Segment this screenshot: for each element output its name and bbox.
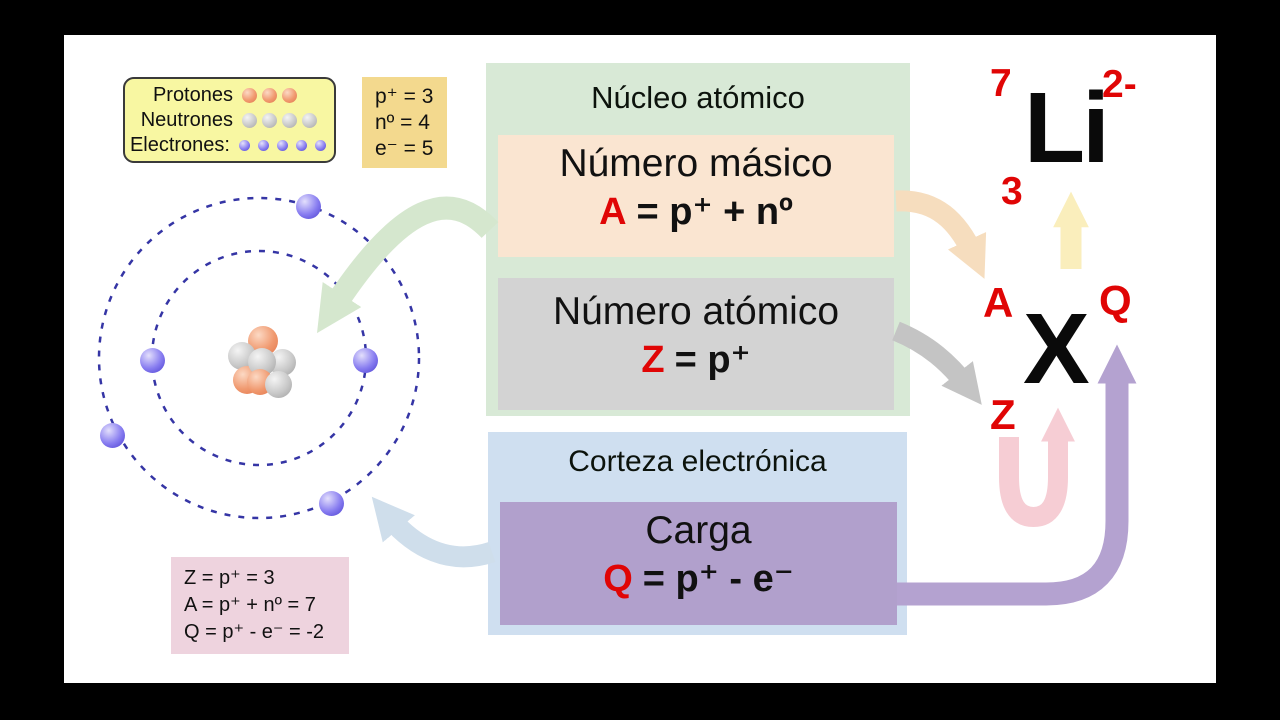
nucleus-section: Núcleo atómico Número másico A= p⁺ + nº …: [486, 63, 910, 416]
neutron-nucleus: [265, 371, 292, 398]
generic-element-symbol: X: [1023, 293, 1090, 405]
electron-icon: [277, 139, 288, 151]
proton-dots: [242, 87, 297, 103]
atomic-number-box: Número atómico Z= p⁺: [498, 278, 894, 410]
mass-formula-rhs: = p⁺ + nº: [636, 191, 793, 233]
electron-outer-top: [296, 194, 321, 219]
charge-box: Carga Q= p⁺ - e⁻: [500, 502, 897, 625]
atomic-symbol: Z: [641, 339, 665, 381]
charge-formula: Q= p⁺ - e⁻: [500, 556, 897, 601]
neutron-icon: [262, 112, 277, 128]
example-a-line: A = p⁺ + nº = 7: [184, 594, 316, 616]
electron-icon: [315, 139, 326, 151]
shell-section-title: Corteza electrónica: [568, 445, 827, 478]
mass-number-title: Número másico: [559, 142, 833, 185]
example-z-line: Z = p⁺ = 3: [184, 567, 275, 589]
particle-counts-box: p⁺ = 3 nº = 4 e⁻ = 5: [362, 77, 447, 168]
li-charge: 2-: [1102, 63, 1137, 106]
neutron-icon: [302, 112, 317, 128]
legend-label-electrons: Electrones:: [129, 133, 230, 156]
charge-symbol: Q: [603, 558, 633, 600]
electron-icon: [296, 139, 307, 151]
charge-formula-rhs: = p⁺ - e⁻: [642, 558, 794, 600]
generic-charge-label: Q: [1099, 277, 1132, 324]
legend-label-protons: Protones: [152, 83, 233, 106]
electron-icon: [258, 139, 269, 151]
atomic-number-title: Número atómico: [552, 290, 840, 333]
nucleus-section-title: Núcleo atómico: [591, 80, 805, 115]
li-symbol: Li: [1024, 72, 1110, 184]
shell-section: Corteza electrónica Carga Q= p⁺ - e⁻: [488, 432, 907, 635]
neutron-icon: [282, 112, 297, 128]
neutron-icon: [242, 112, 257, 128]
li-atomic-number: 3: [1001, 170, 1023, 213]
particle-legend: Protones Neutrones Electrones:: [123, 77, 336, 163]
charge-title: Carga: [645, 509, 752, 552]
proton-count: p⁺ = 3: [375, 85, 434, 108]
generic-atomic-label: Z: [990, 391, 1016, 438]
atomic-number-formula: Z= p⁺: [498, 337, 894, 382]
atomic-formula-rhs: = p⁺: [674, 339, 751, 381]
example-q-line: Q = p⁺ - e⁻ = -2: [184, 621, 325, 643]
legend-label-neutrons: Neutrones: [140, 108, 233, 131]
proton-icon: [282, 87, 297, 103]
generic-mass-label: A: [983, 279, 1014, 326]
electron-dots: [239, 139, 326, 151]
worked-example-box: Z = p⁺ = 3 A = p⁺ + nº = 7 Q = p⁺ - e⁻ =…: [171, 557, 349, 654]
legend-row-protons: Protones: [125, 83, 326, 108]
proton-icon: [262, 87, 277, 103]
mass-number-formula: A= p⁺ + nº: [498, 189, 894, 234]
electron-outer-bottom: [319, 491, 344, 516]
neutron-count: nº = 4: [375, 111, 430, 134]
electron-count: e⁻ = 5: [375, 137, 434, 160]
electron-inner-right: [353, 348, 378, 373]
mass-symbol: A: [599, 191, 627, 233]
legend-row-electrons: Electrones:: [125, 133, 326, 158]
electron-icon: [239, 139, 250, 151]
electron-outer-left: [100, 423, 125, 448]
li-mass-number: 7: [990, 62, 1012, 105]
electron-inner-left: [140, 348, 165, 373]
mass-number-box: Número másico A= p⁺ + nº: [498, 135, 894, 257]
legend-row-neutrons: Neutrones: [125, 108, 326, 133]
neutron-dots: [242, 112, 317, 128]
proton-icon: [242, 87, 257, 103]
